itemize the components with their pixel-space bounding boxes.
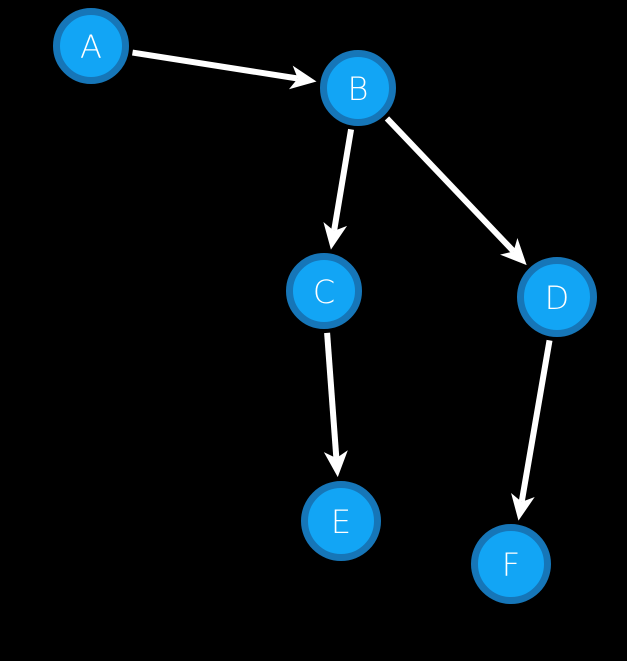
- node-label-d: D: [545, 279, 570, 317]
- arrowhead-icon: [323, 450, 348, 478]
- arrowhead-icon: [500, 238, 527, 266]
- node-circle[interactable]: [471, 524, 551, 604]
- graph-node-d[interactable]: D: [517, 257, 597, 337]
- graph-edge-D-F: [511, 339, 553, 521]
- graph-node-c[interactable]: C: [286, 253, 362, 329]
- node-circle[interactable]: [286, 253, 362, 329]
- node-label-a: A: [80, 28, 102, 66]
- graph-node-a[interactable]: A: [53, 8, 129, 84]
- node-circle[interactable]: [517, 257, 597, 337]
- node-label-f: F: [502, 546, 520, 584]
- node-label-b: B: [348, 70, 369, 108]
- node-label-e: E: [331, 503, 351, 541]
- node-circle[interactable]: [53, 8, 129, 84]
- graph-edge-B-C: [323, 128, 355, 250]
- graph-node-e[interactable]: E: [301, 481, 381, 561]
- node-label-c: C: [313, 273, 335, 311]
- node-circle[interactable]: [301, 481, 381, 561]
- edges-layer: [132, 49, 553, 521]
- graph-edge-C-E: [323, 332, 348, 478]
- graph-edge-B-D: [384, 116, 527, 266]
- node-circle[interactable]: [320, 50, 396, 126]
- graph-edge-A-B: [132, 49, 317, 90]
- graph-node-f[interactable]: F: [471, 524, 551, 604]
- nodes-layer: A B C D E F: [53, 8, 597, 604]
- graph-node-b[interactable]: B: [320, 50, 396, 126]
- arrowhead-icon: [288, 65, 317, 90]
- arrowhead-icon: [323, 221, 348, 250]
- arrowhead-icon: [511, 492, 535, 521]
